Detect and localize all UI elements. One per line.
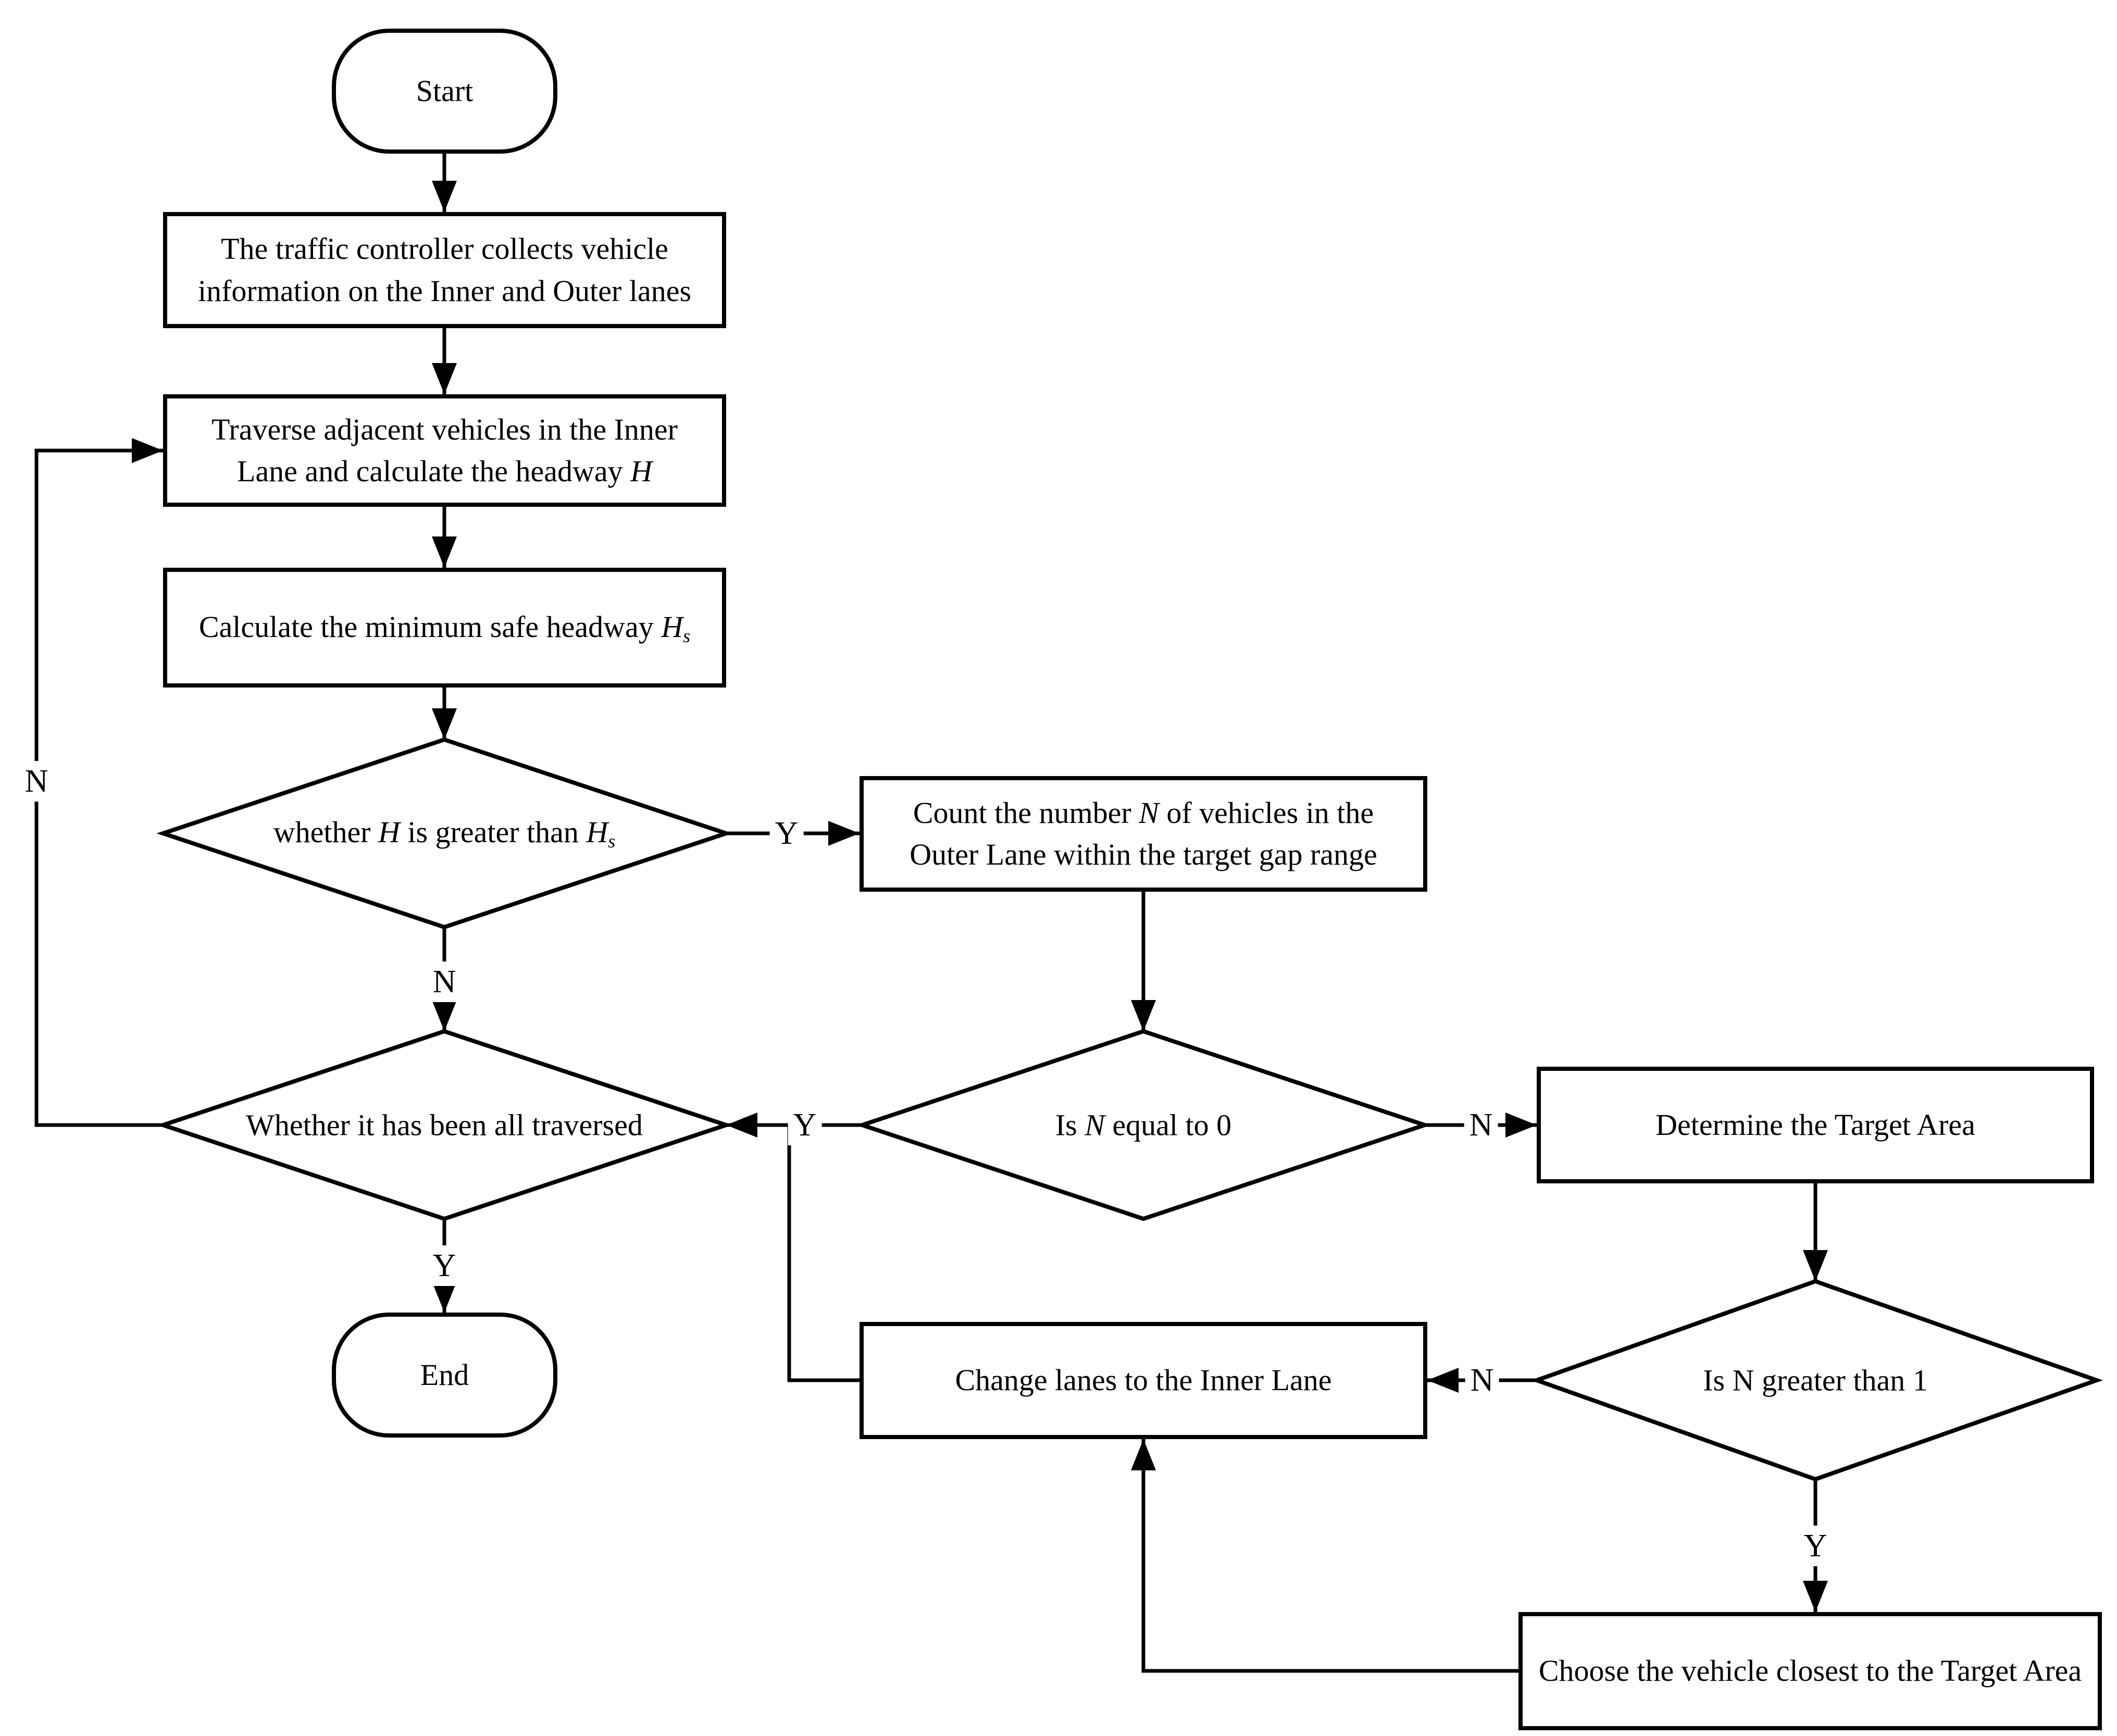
node-start-label: Start <box>416 73 474 108</box>
branch-label-nequal0-yes: Y <box>788 1105 822 1145</box>
node-choose-vehicle: Choose the vehicle closest to the Target… <box>1518 1612 2102 1730</box>
decision-check-headway-shape <box>156 737 733 930</box>
decision-all-traversed-shape <box>156 1029 733 1221</box>
node-min-safe-headway-label: Calculate the minimum safe headway Hs <box>198 609 691 646</box>
decision-n-equal-0-text: Is N equal to 0 <box>1055 1108 1232 1142</box>
node-traverse-vehicles: Traverse adjacent vehicles in the Inner … <box>163 394 726 507</box>
edge-choose-changelanes <box>1131 1439 1518 1673</box>
node-collect-info: The traffic controller collects vehicle … <box>163 212 726 328</box>
node-end: End <box>332 1313 557 1438</box>
decision-check-headway-text: whether H is greater than Hs <box>273 815 616 852</box>
decision-n-greater-1-text: Is N greater than 1 <box>1703 1363 1928 1397</box>
node-determine-target-area: Determine the Target Area <box>1537 1067 2094 1183</box>
branch-label-alltraversed-yes: Y <box>427 1245 462 1286</box>
decision-all-traversed-label: Whether it has been all traversed <box>246 1108 643 1143</box>
node-min-safe-headway: Calculate the minimum safe headway Hs <box>163 568 726 688</box>
branch-label-checkheadway-no: N <box>427 961 462 1002</box>
decision-n-greater-1-shape <box>1530 1279 2103 1482</box>
node-traverse-vehicles-label: Traverse adjacent vehicles in the Inner … <box>211 412 678 488</box>
edge-changelanes-merge <box>787 1125 860 1382</box>
node-determine-target-area-label: Determine the Target Area <box>1655 1107 1975 1142</box>
branch-label-ngreater1-no: N <box>1465 1360 1499 1401</box>
branch-label-alltraversed-no: N <box>19 761 54 802</box>
branch-label-ngreater1-yes: Y <box>1798 1526 1833 1566</box>
branch-label-checkheadway-yes: Y <box>769 813 804 854</box>
decision-check-headway-label: whether H is greater than Hs <box>273 815 616 852</box>
node-count-vehicles: Count the number N of vehicles in the Ou… <box>860 776 1427 892</box>
node-collect-info-label: The traffic controller collects vehicle … <box>197 232 692 308</box>
node-start: Start <box>332 29 557 154</box>
branch-label-nequal0-no: N <box>1464 1105 1498 1145</box>
edge-alltraversed-traverse-no <box>34 438 163 1127</box>
decision-all-traversed-text: Whether it has been all traversed <box>246 1108 643 1142</box>
decision-n-equal-0-label: Is N equal to 0 <box>1055 1108 1231 1143</box>
node-change-lanes: Change lanes to the Inner Lane <box>860 1322 1427 1439</box>
node-end-label: End <box>420 1357 469 1392</box>
node-choose-vehicle-label: Choose the vehicle closest to the Target… <box>1538 1654 2082 1688</box>
decision-n-equal-0-shape <box>855 1029 1431 1221</box>
node-change-lanes-label: Change lanes to the Inner Lane <box>955 1363 1332 1397</box>
decision-n-greater-1-label: Is N greater than 1 <box>1703 1363 1928 1398</box>
node-count-vehicles-label: Count the number N of vehicles in the Ou… <box>910 795 1377 871</box>
